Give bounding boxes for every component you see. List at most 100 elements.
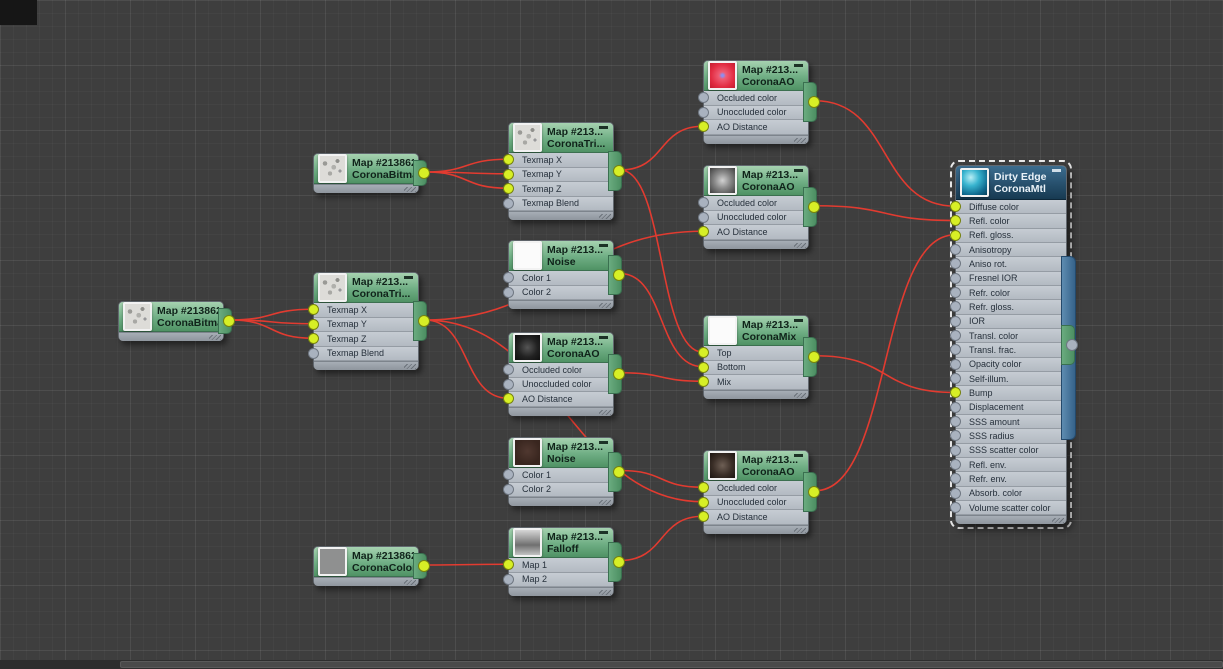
input-slot-aodistance[interactable]: AO Distance bbox=[698, 510, 808, 525]
material-preview-thumbnail[interactable] bbox=[708, 451, 737, 480]
input-slot-texmapx[interactable]: Texmap X bbox=[503, 153, 613, 168]
output-socket-connected[interactable] bbox=[613, 268, 625, 281]
material-preview-thumbnail[interactable] bbox=[708, 166, 737, 195]
input-slot-texmapz[interactable]: Texmap Z bbox=[308, 332, 418, 347]
input-socket[interactable] bbox=[503, 286, 514, 298]
material-preview-thumbnail[interactable] bbox=[318, 273, 347, 302]
material-preview-thumbnail[interactable] bbox=[318, 547, 347, 576]
input-socket[interactable] bbox=[950, 502, 961, 514]
input-socket[interactable] bbox=[503, 378, 514, 390]
input-slot-reflgloss[interactable]: Refl. gloss. bbox=[950, 228, 1066, 243]
wire-ao_mid-to-mix[interactable] bbox=[619, 371, 704, 383]
resize-grip[interactable] bbox=[794, 137, 806, 143]
input-socket[interactable] bbox=[950, 272, 961, 284]
input-slot-refrgloss[interactable]: Refr. gloss. bbox=[950, 300, 1066, 315]
input-slot-anisotropy[interactable]: Anisotropy bbox=[950, 242, 1066, 258]
input-socket[interactable] bbox=[698, 92, 709, 104]
wire-noise_top-to-mix[interactable] bbox=[619, 272, 704, 368]
wire-bitmap_mid-to-tri_mid[interactable] bbox=[229, 319, 314, 340]
material-preview-thumbnail[interactable] bbox=[513, 333, 542, 362]
material-preview-thumbnail[interactable] bbox=[513, 438, 542, 467]
input-slot-occludedcolor[interactable]: Occluded color bbox=[698, 481, 808, 496]
wire-bitmap_mid-to-tri_mid[interactable] bbox=[229, 319, 314, 325]
input-socket-connected[interactable] bbox=[698, 361, 709, 373]
resize-grip[interactable] bbox=[599, 214, 611, 219]
resize-grip[interactable] bbox=[1052, 518, 1064, 524]
wire-noise_bot-to-ao_bot[interactable] bbox=[619, 469, 704, 489]
input-slot-bump[interactable]: Bump bbox=[950, 386, 1066, 401]
input-slot-color1[interactable]: Color 1 bbox=[503, 468, 613, 483]
minimize-icon[interactable] bbox=[794, 169, 803, 172]
wire-color_bot-to-falloff[interactable] bbox=[424, 563, 509, 566]
input-slot-occludedcolor[interactable]: Occluded color bbox=[503, 363, 613, 378]
input-slot-aodistance[interactable]: AO Distance bbox=[698, 225, 808, 240]
input-slot-anisorot[interactable]: Aniso rot. bbox=[950, 257, 1066, 272]
input-socket-connected[interactable] bbox=[698, 496, 709, 508]
input-socket[interactable] bbox=[698, 106, 709, 118]
minimize-icon[interactable] bbox=[599, 126, 608, 129]
node-coronacolor-2[interactable]: Map #213862...CoronaColor bbox=[313, 546, 430, 586]
input-slot-unoccludedcolor[interactable]: Unoccluded color bbox=[698, 105, 808, 120]
input-socket[interactable] bbox=[698, 211, 709, 223]
minimize-icon[interactable] bbox=[599, 531, 608, 534]
input-slot-texmapz[interactable]: Texmap Z bbox=[503, 182, 613, 197]
material-preview-thumbnail[interactable] bbox=[708, 61, 737, 90]
input-slot-absorbcolor[interactable]: Absorb. color bbox=[950, 486, 1066, 501]
resize-grip[interactable] bbox=[404, 580, 416, 585]
node-header[interactable]: Map #213...Noise bbox=[509, 438, 613, 468]
resize-grip[interactable] bbox=[404, 364, 416, 369]
input-slot-translfrac[interactable]: Transl. frac. bbox=[950, 343, 1066, 358]
input-socket[interactable] bbox=[950, 459, 961, 471]
wire-bitmap_top-to-tri_top[interactable] bbox=[424, 171, 509, 190]
wire-ao_gray-to-mtl[interactable] bbox=[814, 204, 956, 222]
node-header[interactable]: Map #213862...CoronaColor bbox=[314, 547, 418, 577]
input-slot-sssamount[interactable]: SSS amount bbox=[950, 414, 1066, 430]
horizontal-scrollbar[interactable] bbox=[0, 660, 1223, 669]
node-header[interactable]: Map #213...CoronaAO bbox=[509, 333, 613, 363]
node-header[interactable]: Map #213...CoronaAO bbox=[704, 451, 808, 481]
horizontal-scrollbar-thumb[interactable] bbox=[120, 661, 1223, 668]
input-slot-translcolor[interactable]: Transl. color bbox=[950, 328, 1066, 344]
input-socket[interactable] bbox=[950, 487, 961, 499]
minimize-icon[interactable] bbox=[794, 319, 803, 322]
input-slot-aodistance[interactable]: AO Distance bbox=[503, 392, 613, 407]
material-preview-thumbnail[interactable] bbox=[960, 168, 989, 197]
wire-tri_top-to-ao_red[interactable] bbox=[619, 125, 704, 171]
wire-tri_mid-to-ao_mid[interactable] bbox=[424, 319, 509, 400]
wire-mix-to-mtl[interactable] bbox=[814, 354, 956, 394]
input-socket[interactable] bbox=[503, 573, 514, 585]
output-socket-connected[interactable] bbox=[808, 200, 820, 213]
input-slot-texmapblend[interactable]: Texmap Blend bbox=[503, 196, 613, 211]
input-slot-occludedcolor[interactable]: Occluded color bbox=[698, 91, 808, 106]
node-header[interactable]: Map #213...CoronaTri... bbox=[509, 123, 613, 153]
input-slot-aodistance[interactable]: AO Distance bbox=[698, 120, 808, 135]
input-slot-color2[interactable]: Color 2 bbox=[503, 482, 613, 497]
material-preview-thumbnail[interactable] bbox=[318, 154, 347, 183]
output-socket-connected[interactable] bbox=[418, 167, 430, 179]
node-coronabitmap-0[interactable]: Map #213862...CoronaBitmap bbox=[313, 153, 430, 193]
resize-grip[interactable] bbox=[599, 303, 611, 308]
node-header[interactable]: Map #213...CoronaMix bbox=[704, 316, 808, 346]
input-slot-unoccludedcolor[interactable]: Unoccluded color bbox=[503, 377, 613, 392]
input-slot-texmapy[interactable]: Texmap Y bbox=[308, 317, 418, 332]
minimize-icon[interactable] bbox=[794, 64, 803, 67]
input-slot-top[interactable]: Top bbox=[698, 346, 808, 361]
material-preview-thumbnail[interactable] bbox=[513, 241, 542, 270]
material-preview-thumbnail[interactable] bbox=[513, 123, 542, 152]
input-slot-color1[interactable]: Color 1 bbox=[503, 271, 613, 286]
wire-bitmap_top-to-tri_top[interactable] bbox=[424, 171, 509, 175]
output-socket-connected[interactable] bbox=[808, 350, 820, 363]
resize-grip[interactable] bbox=[599, 500, 611, 505]
input-slot-selfillum[interactable]: Self-illum. bbox=[950, 371, 1066, 387]
input-socket-connected[interactable] bbox=[308, 318, 319, 330]
input-slot-opacitycolor[interactable]: Opacity color bbox=[950, 357, 1066, 372]
input-slot-unoccludedcolor[interactable]: Unoccluded color bbox=[698, 210, 808, 225]
